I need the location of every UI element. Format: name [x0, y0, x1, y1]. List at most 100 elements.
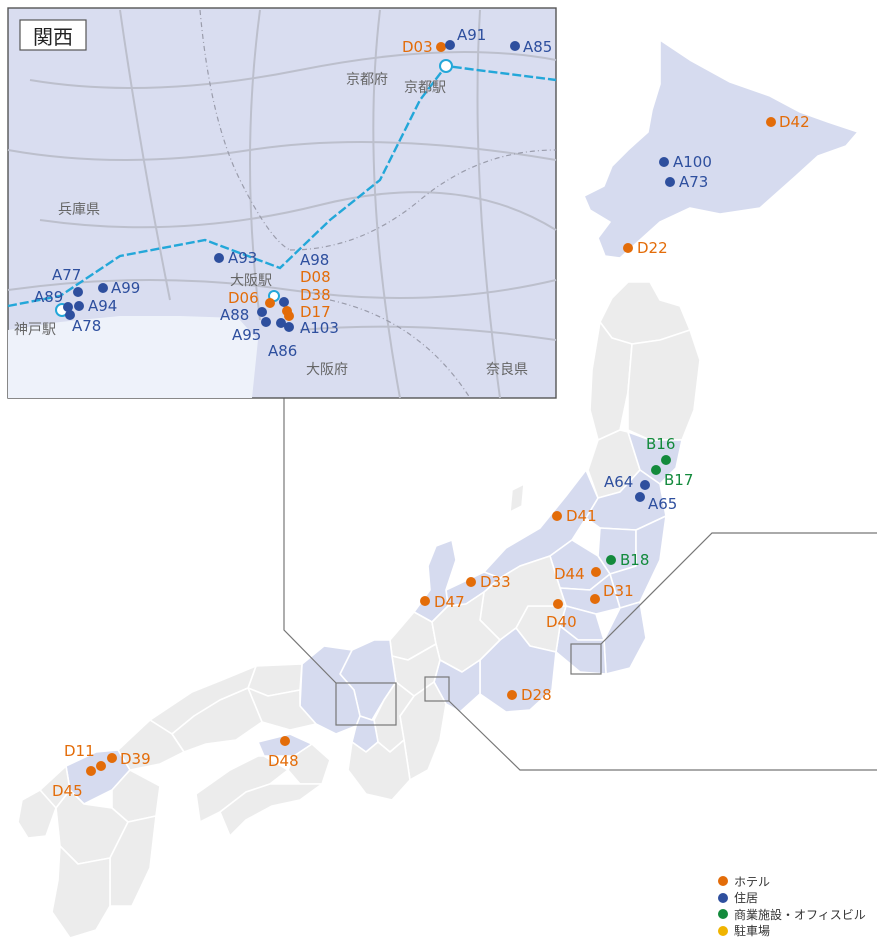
- prefecture-shizuoka: [479, 627, 557, 713]
- marker-D06[interactable]: [265, 298, 275, 308]
- marker-A86[interactable]: [276, 318, 286, 328]
- marker-A85[interactable]: [510, 41, 520, 51]
- marker-D33[interactable]: [466, 577, 476, 587]
- label-A64: A64: [604, 473, 633, 491]
- label-D11: D11: [64, 742, 95, 760]
- marker-A94[interactable]: [74, 301, 84, 311]
- main-markers: D42 A100 A73 D22 B16 B17 A64 A65 D41 B18…: [52, 113, 810, 800]
- prefecture-okayama: [247, 687, 317, 731]
- legend-label-commercial: 商業施設・オフィスビル: [734, 907, 866, 922]
- marker-A88[interactable]: [257, 307, 267, 317]
- marker-D11[interactable]: [96, 761, 106, 771]
- label-A91: A91: [457, 26, 486, 44]
- label-A93: A93: [228, 249, 257, 267]
- label-D08: D08: [300, 268, 331, 286]
- marker-A73[interactable]: [665, 177, 675, 187]
- label-D45: D45: [52, 782, 83, 800]
- label-A99: A99: [111, 279, 140, 297]
- label-B17: B17: [664, 471, 693, 489]
- label-D47: D47: [434, 593, 465, 611]
- label-A94: A94: [88, 297, 117, 315]
- prefecture-iwate: [627, 329, 701, 441]
- label-A103: A103: [300, 319, 339, 337]
- marker-A100[interactable]: [659, 157, 669, 167]
- legend-label-hotel: ホテル: [734, 874, 771, 889]
- label-D31: D31: [603, 582, 634, 600]
- nagoya-callout-box: [424, 676, 450, 702]
- marker-A78[interactable]: [65, 310, 75, 320]
- place-kyoto-station: 京都駅: [404, 80, 446, 96]
- label-D38: D38: [300, 286, 331, 304]
- prefecture-border: [289, 149, 557, 251]
- label-D22: D22: [637, 239, 668, 257]
- marker-A99[interactable]: [98, 283, 108, 293]
- label-D44: D44: [554, 565, 585, 583]
- place-kyotofu: 京都府: [346, 72, 388, 88]
- marker-D17[interactable]: [284, 311, 294, 321]
- japan-landmass: [17, 39, 859, 939]
- marker-D31[interactable]: [590, 594, 600, 604]
- legend-item-commercial: 商業施設・オフィスビル: [718, 906, 866, 923]
- prefecture-border: [199, 9, 291, 251]
- place-hyogo: 兵庫県: [58, 201, 100, 218]
- marker-D42[interactable]: [766, 117, 776, 127]
- legend-item-parking: 駐車場: [718, 923, 866, 940]
- label-A77: A77: [52, 266, 81, 284]
- marker-A98[interactable]: [279, 297, 289, 307]
- marker-A77[interactable]: [73, 287, 83, 297]
- prefecture-border: [329, 299, 471, 399]
- legend-item-residence: 住居: [718, 890, 866, 907]
- label-A100: A100: [673, 153, 712, 171]
- marker-B18[interactable]: [606, 555, 616, 565]
- kyoto-station-marker: [439, 59, 453, 73]
- marker-D22[interactable]: [623, 243, 633, 253]
- prefecture-hiroshima: [171, 687, 263, 753]
- marker-D40[interactable]: [553, 599, 563, 609]
- place-kobe-station: 神戸駅: [14, 322, 56, 338]
- marker-A89[interactable]: [63, 302, 73, 312]
- place-osaka-station: 大阪駅: [230, 273, 272, 289]
- marker-D41[interactable]: [552, 511, 562, 521]
- label-D40: D40: [546, 613, 577, 631]
- label-B16: B16: [646, 435, 675, 453]
- label-D06: D06: [228, 289, 259, 307]
- marker-A65[interactable]: [635, 492, 645, 502]
- marker-D48[interactable]: [280, 736, 290, 746]
- label-B18: B18: [620, 551, 649, 569]
- prefecture-chiba: [603, 601, 647, 675]
- legend-dot-residence: [718, 892, 728, 903]
- marker-D45[interactable]: [86, 766, 96, 776]
- marker-D28[interactable]: [507, 690, 517, 700]
- kansai-callout-line: [283, 398, 337, 684]
- marker-A93[interactable]: [214, 253, 224, 263]
- prefecture-wakayama: [347, 739, 411, 801]
- marker-A103[interactable]: [284, 322, 294, 332]
- callout-frames: [283, 398, 877, 771]
- label-A88: A88: [220, 306, 249, 324]
- legend-dot-hotel: [718, 876, 728, 887]
- marker-D47[interactable]: [420, 596, 430, 606]
- prefecture-nagasaki: [17, 789, 57, 839]
- marker-A95[interactable]: [261, 317, 271, 327]
- marker-B16[interactable]: [661, 455, 671, 465]
- legend: ホテル 住居 商業施設・オフィスビル 駐車場: [718, 873, 866, 939]
- label-D41: D41: [566, 507, 597, 525]
- tokyo-callout-box: [570, 643, 602, 675]
- label-D39: D39: [120, 750, 151, 768]
- label-D17: D17: [300, 303, 331, 321]
- marker-D03[interactable]: [436, 42, 446, 52]
- place-osakafu: 大阪府: [306, 362, 348, 378]
- label-A73: A73: [679, 173, 708, 191]
- prefecture-kochi: [219, 783, 323, 837]
- marker-A91[interactable]: [445, 40, 455, 50]
- marker-D39[interactable]: [107, 753, 117, 763]
- prefecture-kagoshima: [51, 845, 111, 939]
- label-A89: A89: [34, 288, 63, 306]
- prefecture-hokkaido: [583, 39, 859, 259]
- osaka-bay: [8, 316, 258, 398]
- marker-A64[interactable]: [640, 480, 650, 490]
- nagoya-callout-line: [448, 700, 877, 771]
- marker-B17[interactable]: [651, 465, 661, 475]
- marker-D44[interactable]: [591, 567, 601, 577]
